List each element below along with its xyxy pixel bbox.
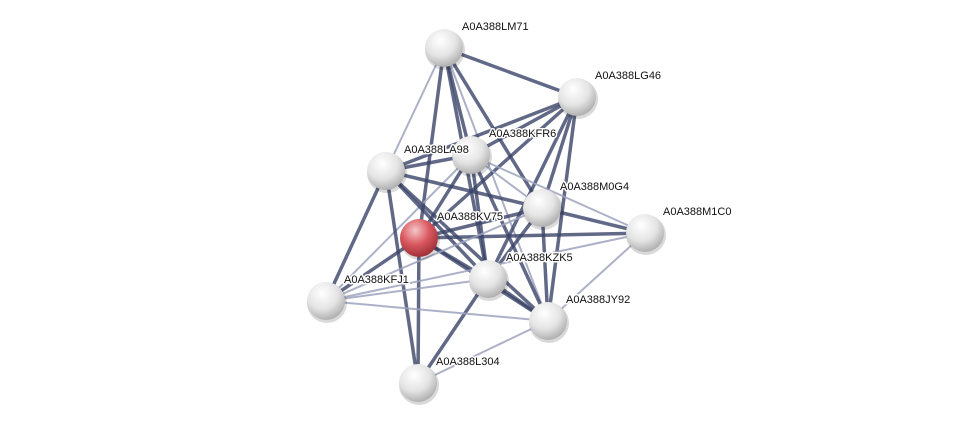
node-label: A0A388M0G4 — [560, 181, 629, 193]
edge-KZK5-L304[interactable] — [416, 278, 490, 384]
node-sphere[interactable] — [529, 302, 567, 340]
edge-KFR6-M1C0[interactable] — [470, 154, 646, 234]
node-KFJ1[interactable] — [307, 282, 347, 323]
edge-LG46-KFR6[interactable] — [470, 95, 578, 157]
node-sphere[interactable] — [399, 364, 437, 402]
node-label: A0A388LG46 — [595, 70, 661, 82]
edge-M0G4-KFJ1[interactable] — [325, 207, 543, 302]
node-sphere[interactable] — [425, 29, 463, 67]
edge-KZK5-KFJ1[interactable] — [325, 278, 489, 302]
node-sphere[interactable] — [626, 214, 664, 252]
node-label: A0A388LA98 — [404, 144, 469, 156]
node-KV75[interactable] — [400, 219, 440, 260]
node-sphere[interactable] — [452, 136, 490, 174]
node-label: A0A388M1C0 — [663, 206, 732, 218]
node-KZK5[interactable] — [469, 260, 509, 301]
node-label: A0A388KZK5 — [506, 252, 573, 264]
edge-LG46-LA98[interactable] — [385, 95, 578, 173]
node-label: A0A388JY92 — [566, 294, 630, 306]
edge-LA98-M0G4[interactable] — [385, 169, 543, 210]
node-label: A0A388L304 — [436, 356, 500, 368]
node-KFR6[interactable] — [452, 136, 492, 177]
edge-JY92-L304[interactable] — [417, 320, 549, 384]
node-label: A0A388KV75 — [437, 211, 503, 223]
node-label: A0A388LM71 — [462, 21, 529, 33]
edge-M1C0-JY92[interactable] — [547, 232, 646, 322]
edge-KFR6-KZK5[interactable] — [469, 154, 490, 280]
edge-KFJ1-JY92[interactable] — [325, 300, 549, 322]
node-sphere[interactable] — [307, 282, 345, 320]
node-sphere[interactable] — [469, 260, 507, 298]
node-LG46[interactable] — [558, 78, 598, 119]
edge-KV75-L304[interactable] — [416, 237, 421, 384]
edge-LA98-L304[interactable] — [384, 170, 420, 384]
node-LA98[interactable] — [367, 152, 407, 193]
node-label: A0A388KFR6 — [489, 128, 556, 140]
edge-LA98-KFJ1[interactable] — [324, 170, 388, 302]
node-L304[interactable] — [399, 364, 439, 405]
edge-KV75-M0G4[interactable] — [418, 206, 543, 240]
edge-LG46-JY92[interactable] — [546, 96, 579, 322]
node-LM71[interactable] — [425, 29, 465, 70]
edge-KV75-M1C0[interactable] — [418, 231, 646, 240]
node-sphere[interactable] — [367, 152, 405, 190]
node-sphere[interactable] — [523, 189, 561, 227]
node-sphere[interactable] — [558, 78, 596, 116]
edge-LM71-LG46[interactable] — [443, 46, 578, 99]
node-M1C0[interactable] — [626, 214, 666, 255]
node-sphere[interactable] — [400, 219, 438, 257]
node-JY92[interactable] — [529, 302, 569, 343]
edge-KFR6-KFJ1[interactable] — [325, 154, 472, 302]
edge-KFR6-JY92[interactable] — [469, 154, 550, 322]
edge-LM71-LA98[interactable] — [385, 47, 445, 172]
node-label: A0A388KFJ1 — [344, 274, 409, 286]
edge-LM71-JY92[interactable] — [443, 47, 549, 322]
node-M0G4[interactable] — [523, 189, 563, 230]
edge-LA98-JY92[interactable] — [384, 169, 550, 323]
edge-LG46-KZK5[interactable] — [486, 96, 579, 280]
